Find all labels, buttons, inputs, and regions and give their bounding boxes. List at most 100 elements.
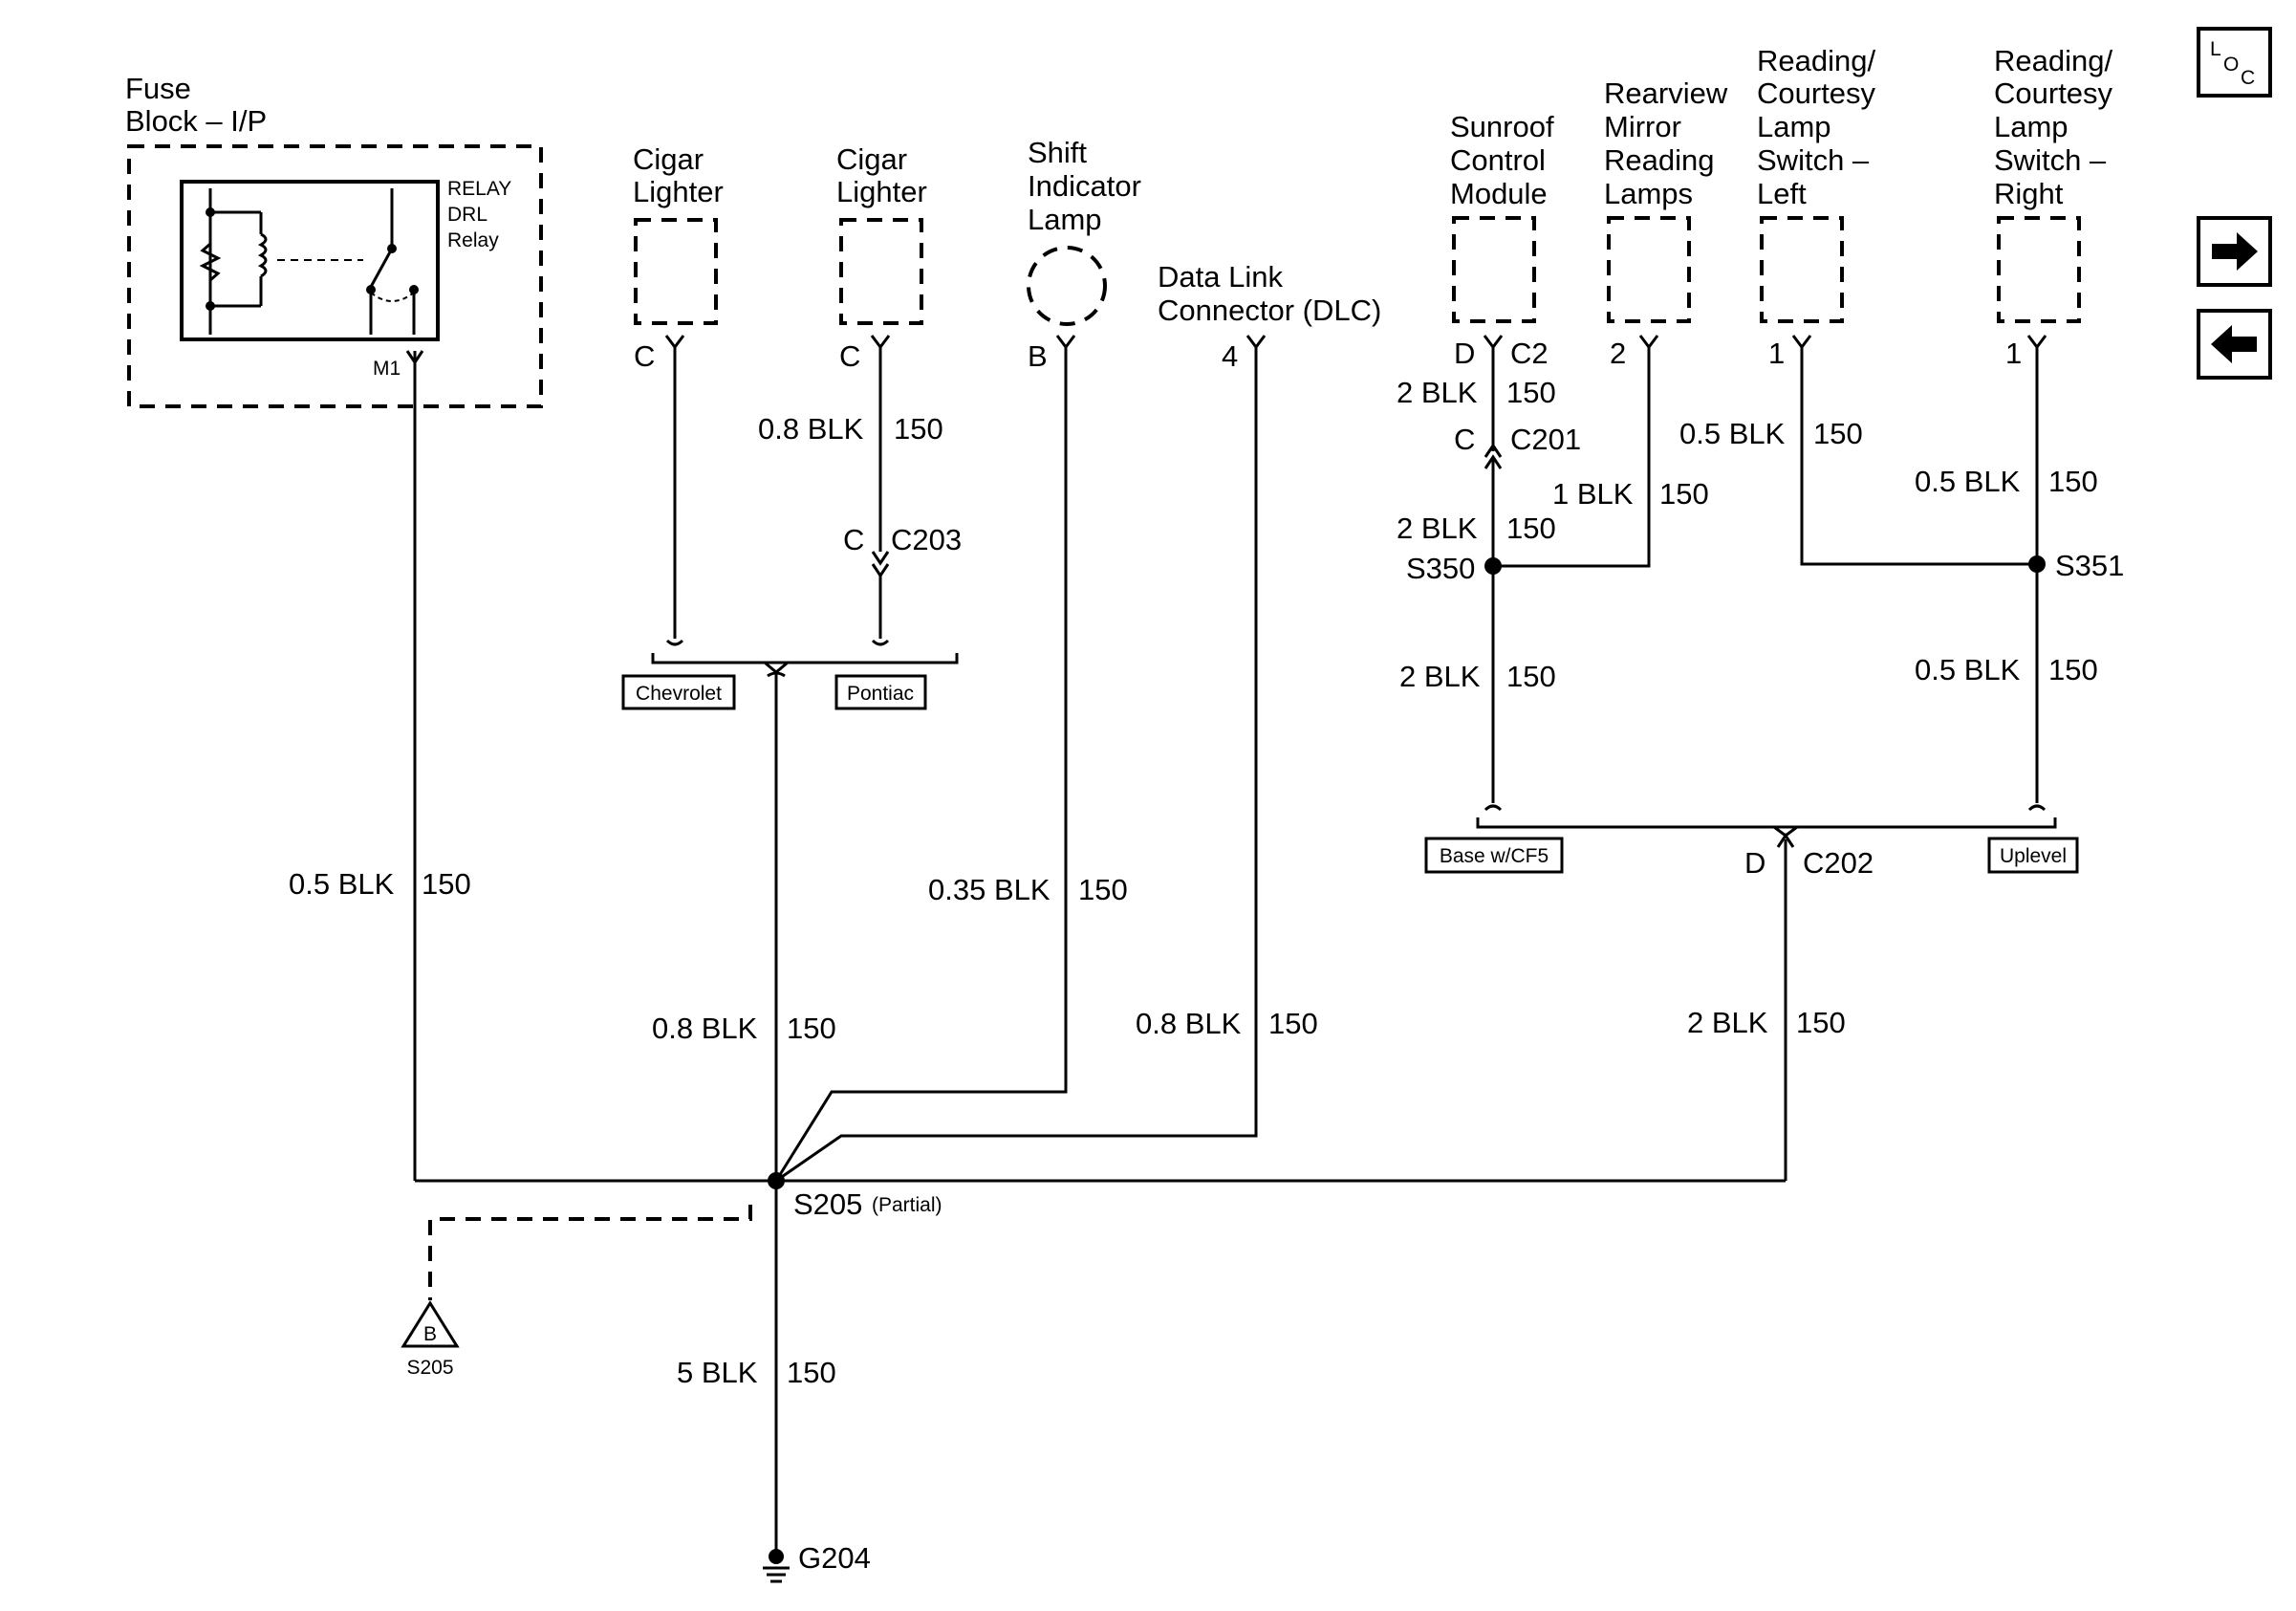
s351-lower-circuit: 150 [2048, 653, 2098, 686]
dlc-wire-gauge: 0.8 BLK [1136, 1007, 1242, 1040]
s350-upper-circuit: 150 [1506, 512, 1556, 545]
c203-terminal: C [843, 523, 864, 556]
sunroof-title-2: Control [1450, 143, 1546, 177]
switch-right-wire-circuit: 150 [2048, 465, 2098, 498]
cigar-lighter-chevrolet: Cigar Lighter C [633, 142, 724, 373]
switch-right-terminal: 1 [2005, 337, 2022, 370]
fuse-block-title-1: Fuse [125, 72, 191, 105]
wires: 0.5 BLK 150 0.8 BLK 150 2 BLK 150 S350 [289, 347, 2124, 1583]
cigar-main-wire-circuit: 150 [787, 1012, 836, 1045]
variant-chevrolet-box [621, 674, 736, 710]
mirror-terminal: 2 [1610, 337, 1626, 370]
drl-relay-box [180, 180, 440, 341]
cigar-pont-terminal: C [839, 339, 860, 373]
switch-right-title-1: Reading/ [1994, 44, 2112, 77]
sunroof-wire-circuit: 150 [1506, 376, 1556, 409]
sunroof-connector: C2 [1510, 337, 1549, 370]
lamp-icon [1027, 246, 1107, 326]
c202-terminal: D [1744, 846, 1765, 880]
c203-connector-label: C203 [891, 523, 962, 556]
ground-wire-circuit: 150 [787, 1356, 836, 1389]
fuse-block-title-2: Block – I/P [125, 104, 267, 138]
s351-lower-gauge: 0.5 BLK [1915, 653, 2021, 686]
sunroof-wire-gauge: 2 BLK [1397, 376, 1478, 409]
variant-uplevel-box [1987, 837, 2079, 874]
s205-ref-dashed [428, 1205, 752, 1300]
switch-left-body [1760, 216, 1844, 323]
sunroof-control-module: Sunroof Control Module D C2 2 BLK 150 C … [1397, 110, 1581, 456]
fuse-wire-gauge: 0.5 BLK [289, 867, 395, 901]
mirror-title-2: Mirror [1604, 110, 1681, 143]
arrow-right-icon [2212, 232, 2258, 271]
dlc-terminal: 4 [1222, 339, 1238, 373]
wire-shift-lamp [774, 347, 1068, 1182]
loc-o: O [2223, 54, 2239, 76]
shift-lamp-wire-circuit: 150 [1078, 873, 1128, 906]
variant-bracket-left [651, 653, 959, 664]
wire-dlc [775, 347, 1258, 1183]
wire-switch-left [1800, 347, 2037, 566]
cigar-pont-body [839, 218, 923, 325]
variants-left: Chevrolet Pontiac [621, 674, 927, 710]
c202-connector-label: C202 [1803, 846, 1874, 880]
switch-right-wire-gauge: 0.5 BLK [1915, 465, 2021, 498]
variants-right: Base w/CF5 Uplevel [1424, 837, 2079, 874]
sunroof-terminal: D [1454, 337, 1475, 370]
location-button[interactable]: L O C [2197, 27, 2272, 98]
c201-terminal: C [1454, 423, 1475, 456]
next-page-button[interactable] [2197, 216, 2272, 287]
ground-g204: G204 [798, 1541, 871, 1575]
cigar-main-wire-gauge: 0.8 BLK [652, 1012, 758, 1045]
variant-pontiac: Pontiac [847, 683, 914, 705]
shift-lamp-wire-gauge: 0.35 BLK [928, 873, 1051, 906]
switch-left-wire-gauge: 0.5 BLK [1679, 417, 1786, 450]
mirror-body [1607, 216, 1691, 323]
mirror-title-1: Rearview [1604, 76, 1728, 110]
switch-left-title-5: Left [1757, 177, 1807, 210]
fuse-terminal-m1: M1 [373, 358, 401, 380]
s205-ref-triangle [401, 1300, 460, 1348]
dlc-wire-circuit: 150 [1268, 1007, 1318, 1040]
switch-right-body [1997, 216, 2081, 323]
previous-page-button[interactable] [2197, 309, 2272, 380]
loc-c: C [2241, 67, 2255, 89]
switch-right-title-5: Right [1994, 177, 2064, 210]
cigar-lighter-pontiac: Cigar Lighter C 0.8 BLK 150 C C203 [758, 142, 962, 556]
dlc-title-1: Data Link [1158, 260, 1283, 294]
relay-label-1: RELAY [447, 178, 511, 200]
shift-lamp-terminal: B [1028, 339, 1048, 373]
variant-chevrolet: Chevrolet [636, 683, 722, 705]
shift-lamp-title-2: Indicator [1028, 169, 1141, 203]
cigar-chev-body [634, 218, 718, 325]
mirror-wire-gauge: 1 BLK [1552, 477, 1634, 511]
sunroof-title-1: Sunroof [1450, 110, 1554, 143]
switch-left-title-4: Switch – [1757, 143, 1870, 177]
switch-right-title-3: Lamp [1994, 110, 2069, 143]
s350-upper-gauge: 2 BLK [1397, 512, 1478, 545]
cigar-chev-title-1: Cigar [633, 142, 704, 176]
loc-l: L [2210, 38, 2221, 60]
variant-base: Base w/CF5 [1440, 845, 1549, 867]
sunroof-body [1452, 216, 1536, 323]
cigar-pont-title-2: Lighter [836, 175, 927, 208]
data-link-connector: Data Link Connector (DLC) 4 0.8 BLK 150 [1136, 260, 1381, 1040]
wire-mirror [1493, 347, 1651, 568]
variant-base-box [1424, 837, 1564, 874]
variant-pontiac-box [834, 674, 927, 710]
courtesy-lamp-switch-left: Reading/ Courtesy Lamp Switch – Left 1 0… [1679, 44, 1876, 450]
s205-ref-letter: B [423, 1323, 437, 1345]
switch-left-wire-circuit: 150 [1813, 417, 1863, 450]
s350-lower-gauge: 2 BLK [1399, 660, 1481, 693]
splice-s205: S205 [793, 1187, 862, 1221]
cigar-pont-wire-gauge: 0.8 BLK [758, 412, 864, 446]
courtesy-lamp-switch-right: Reading/ Courtesy Lamp Switch – Right 1 … [1915, 44, 2113, 498]
c202-wire-circuit: 150 [1796, 1006, 1846, 1039]
splice-s350: S350 [1406, 552, 1475, 585]
arrow-left-icon [2211, 325, 2257, 363]
rearview-mirror-reading-lamps: Rearview Mirror Reading Lamps 2 1 BLK 15… [1552, 76, 1728, 511]
variant-uplevel: Uplevel [2000, 845, 2067, 867]
c201-connector-label: C201 [1510, 423, 1581, 456]
mirror-wire-circuit: 150 [1659, 477, 1709, 511]
fuse-wire-circuit: 150 [422, 867, 471, 901]
